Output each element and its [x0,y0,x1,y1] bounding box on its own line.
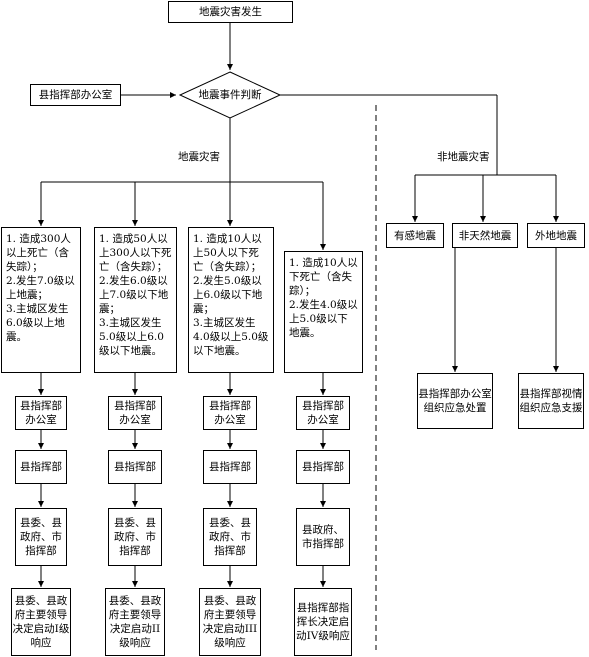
col2-response-box: 县委、县政府主要领导决定启动II级响应 [105,588,165,656]
criteria-box-level-2: 1. 造成50人以上300人以下死亡（含失踪）； 2.发生6.0级以上7.0级以… [94,227,177,373]
county-office-box: 县指挥部办公室 [30,84,121,106]
col2-gov-box: 县委、县政府、市指挥部 [108,508,162,566]
col1-command-box: 县指挥部 [15,450,67,484]
decision-label: 地震事件判断 [198,89,262,101]
criteria-box-level-4: 1. 造成10人以下死亡（含失踪）； 2.发生4.0级以上5.0级以下地震。 [284,251,363,373]
non-eq-felt-box: 有感地震 [386,223,444,248]
non-earthquake-branch-label: 非地震灾害 [437,151,490,163]
col4-command-box: 县指挥部 [296,450,350,484]
col1-office-box: 县指挥部办公室 [15,396,67,430]
col3-response-box: 县委、县政府主要领导决定启动III级响应 [199,588,261,656]
col4-gov-box: 县政府、市指挥部 [296,508,350,566]
criteria-box-level-3: 1. 造成10人以上50人以下死亡（含失踪）； 2.发生5.0级以上6.0级以下… [188,227,274,373]
col4-response-box: 县指挥部指挥长决定启动IV级响应 [294,588,352,656]
chain-arrows [38,373,326,587]
col1-gov-box: 县委、县政府、市指挥部 [15,508,67,566]
earthquake-branch-label: 地震灾害 [178,151,220,163]
col3-command-box: 县指挥部 [203,450,257,484]
non-eq-office-action-box: 县指挥部办公室组织应急处置 [417,373,493,429]
col3-office-box: 县指挥部办公室 [203,396,257,430]
non-eq-command-action-box: 县指挥部视情组织应急支援 [518,373,584,429]
col2-command-box: 县指挥部 [108,450,162,484]
col2-office-box: 县指挥部办公室 [108,396,162,430]
non-eq-artificial-box: 非天然地震 [452,223,518,248]
col3-gov-box: 县委、县政府、市指挥部 [203,508,257,566]
col4-office-box: 县指挥部办公室 [296,396,350,430]
criteria-box-level-1: 1. 造成300人以上死亡（含失踪）； 2.发生7.0级以上地震； 3.主城区发… [1,227,81,373]
non-eq-external-box: 外地地震 [527,223,585,248]
col1-response-box: 县委、县政府主要领导决定启动I级响应 [11,588,71,656]
event-occurs-box: 地震灾害发生 [168,1,293,23]
